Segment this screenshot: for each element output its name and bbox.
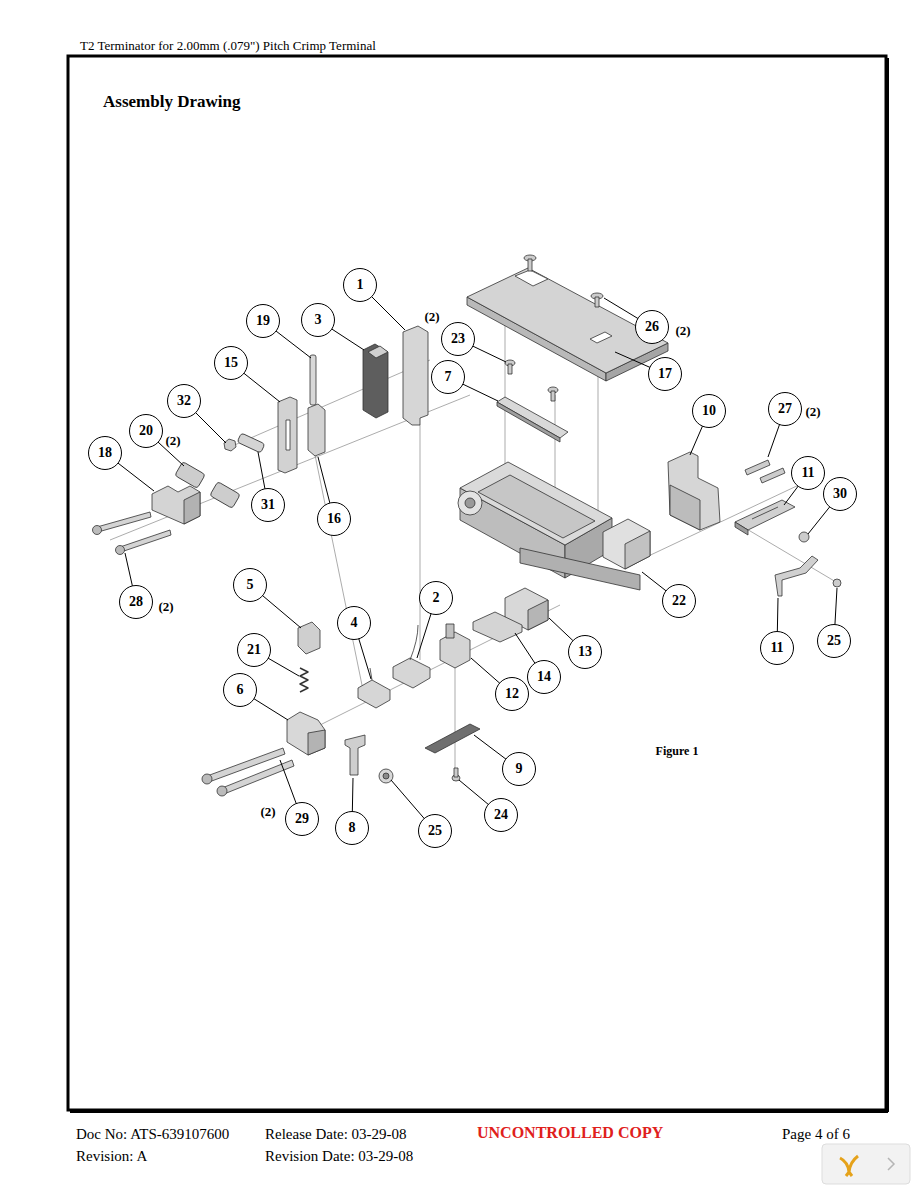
callout-number: 25	[418, 814, 452, 848]
leader-lines	[105, 285, 840, 831]
callout-number: 6	[223, 673, 257, 707]
callout-number: 4	[337, 606, 371, 640]
callout-number: 1	[343, 268, 377, 302]
watermark: UNCONTROLLED COPY	[477, 1124, 663, 1142]
callout-label: 30	[833, 487, 847, 501]
callout-label: 22	[672, 594, 686, 608]
callout-number: 31	[251, 488, 285, 522]
callout-label: 26	[645, 320, 659, 334]
callout-number: 9	[502, 752, 536, 786]
callout-number: 5	[233, 568, 267, 602]
callout-number: 18	[88, 436, 122, 470]
callout-number: 24	[484, 798, 518, 832]
callout-label: 31	[261, 498, 275, 512]
callout-number: 10	[692, 394, 726, 428]
callout-label: 19	[256, 314, 270, 328]
callout-number: 14	[527, 660, 561, 694]
callout-label: 7	[445, 370, 452, 384]
callout-label: 12	[505, 687, 519, 701]
callout-label: 16	[327, 512, 341, 526]
callout-number: 16	[317, 502, 351, 536]
callout-number: 28	[119, 585, 153, 619]
quantity-note: (2)	[260, 805, 275, 819]
callout-label: 20	[139, 424, 153, 438]
quantity-note: (2)	[805, 405, 820, 419]
callout-label: 17	[658, 367, 672, 381]
callout-label: 32	[177, 394, 191, 408]
callout-number: 13	[568, 635, 602, 669]
callout-number: 3	[301, 303, 335, 337]
callout-number: 32	[167, 384, 201, 418]
quantity-note: (2)	[424, 310, 439, 324]
callout-label: 11	[801, 466, 814, 480]
callout-label: 9	[516, 762, 523, 776]
callout-label: 29	[295, 812, 309, 826]
callout-label: 3	[315, 313, 322, 327]
callout-label: 13	[578, 645, 592, 659]
callout-number: 17	[648, 357, 682, 391]
callout-number: 7	[431, 360, 465, 394]
center-lines	[110, 300, 836, 775]
callout-label: 1	[357, 278, 364, 292]
callout-number: 27	[768, 392, 802, 426]
quantity-note: (2)	[165, 434, 180, 448]
callout-number: 12	[495, 677, 529, 711]
footer-text: Revision Date: 03-29-08	[265, 1148, 413, 1165]
callout-label: 27	[778, 402, 792, 416]
callout-label: 23	[451, 332, 465, 346]
callout-label: 4	[351, 616, 358, 630]
callout-label: 14	[537, 670, 551, 684]
footer-text: Doc No: ATS-639107600	[76, 1126, 229, 1143]
callout-number: 20	[129, 414, 163, 448]
callout-number: 30	[823, 477, 857, 511]
footer-text: Release Date: 03-29-08	[265, 1126, 407, 1143]
nav-icon	[822, 1144, 910, 1184]
callout-number: 11	[791, 456, 825, 490]
callout-label: 8	[349, 821, 356, 835]
drawing-title: Assembly Drawing	[103, 93, 240, 112]
quantity-note: (2)	[158, 600, 173, 614]
footer-text: Revision: A	[76, 1148, 147, 1165]
callout-label: 24	[494, 808, 508, 822]
callout-label: 2	[433, 591, 440, 605]
quantity-note: (2)	[675, 324, 690, 338]
callout-label: 5	[247, 578, 254, 592]
callout-number: 29	[285, 802, 319, 836]
callout-label: 18	[98, 446, 112, 460]
callout-number: 23	[441, 322, 475, 356]
callout-label: 25	[428, 824, 442, 838]
header-text: T2 Terminator for 2.00mm (.079") Pitch C…	[80, 39, 376, 53]
callout-label: 21	[247, 643, 261, 657]
callout-number: 19	[246, 304, 280, 338]
callout-number: 21	[237, 633, 271, 667]
callout-number: 26	[635, 310, 669, 344]
callout-number: 22	[662, 584, 696, 618]
parts	[93, 255, 842, 796]
callout-label: 28	[129, 595, 143, 609]
callout-number: 11	[760, 631, 794, 665]
callout-label: 10	[702, 404, 716, 418]
callout-number: 25	[817, 624, 851, 658]
figure-caption: Figure 1	[656, 745, 699, 758]
callout-label: 15	[224, 356, 238, 370]
callout-number: 15	[214, 346, 248, 380]
callout-label: 25	[827, 634, 841, 648]
page-frame	[68, 56, 886, 1110]
callout-label: 6	[237, 683, 244, 697]
callout-label: 11	[770, 641, 783, 655]
footer-text: Page 4 of 6	[782, 1126, 850, 1143]
callout-number: 8	[335, 811, 369, 845]
callout-number: 2	[419, 581, 453, 615]
